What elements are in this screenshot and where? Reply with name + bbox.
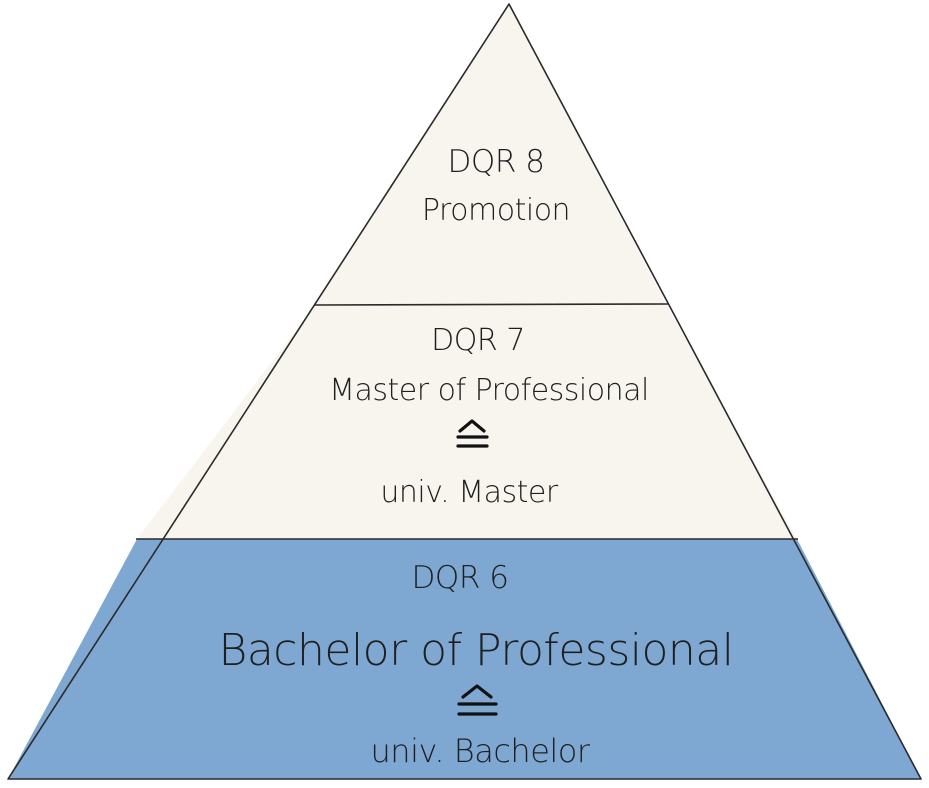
tier-middle-equivalent: univ. Master bbox=[380, 475, 558, 510]
pyramid-tier-top bbox=[316, 4, 666, 304]
tier-middle-level: DQR 7 bbox=[431, 323, 525, 358]
pyramid-outline bbox=[7, 3, 922, 780]
tier-bottom-equivalent: univ. Bachelor bbox=[371, 732, 591, 770]
tier-top-level: DQR 8 bbox=[448, 144, 545, 180]
tier-top-title: Promotion bbox=[422, 193, 570, 228]
tier-divider-upper bbox=[313, 303, 669, 306]
tier-bottom-level: DQR 6 bbox=[412, 560, 509, 596]
tier-bottom-title: Bachelor of Professional bbox=[219, 625, 734, 676]
corresponds-to-icon bbox=[457, 684, 498, 716]
pyramid-tier-middle bbox=[137, 304, 797, 539]
tier-middle-title: Master of Professional bbox=[329, 373, 649, 408]
pyramid-tier-bottom bbox=[8, 539, 921, 779]
corresponds-to-icon bbox=[456, 419, 489, 448]
